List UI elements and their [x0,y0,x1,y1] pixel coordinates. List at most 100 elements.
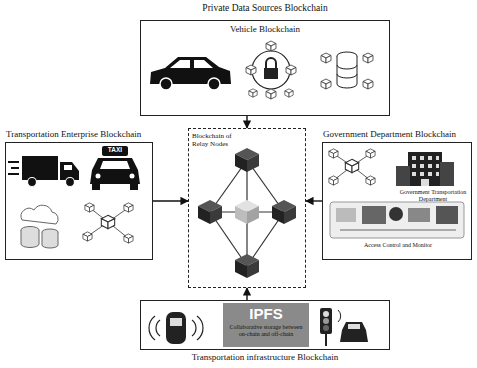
truck-icon-part [8,162,19,174]
traffic-light-icon-part [348,324,360,329]
traffic-light-icon-part [338,310,341,322]
box-heading: Vehicle Blockchain [141,24,389,34]
lock-network-icon [246,41,296,99]
connected-car-icon-part [170,318,182,326]
connected-car-icon [149,312,203,344]
government-blockchain-box: Government Department BlockchainGovernme… [322,142,472,260]
network-icon-part [101,215,114,228]
network-icon-part [366,176,375,185]
box-heading: Blockchain of Relay Nodes [192,132,236,148]
monitor-panel-part [340,229,456,231]
network-icon-part [124,234,133,243]
lock-network-icon-part [252,51,290,89]
group-heading: Private Data Sources Blockchain [141,3,389,14]
network-icon-part [345,159,358,172]
network-icon-part [124,203,133,212]
network-icon-part [85,203,94,212]
building-icon-part-part [428,156,432,160]
truck-icon-part [28,178,37,187]
database-icon [321,52,373,89]
building-icon-part-part [412,164,416,168]
taxi-icon-part [92,184,100,190]
taxi-icon-part [102,146,128,156]
database-icon-part [337,56,357,88]
building-icon-part [396,166,410,186]
building-icon [396,152,454,186]
ipfs-box: IPFSCollaborative storage between on-cha… [223,303,309,347]
lock-network-icon-part [286,65,296,75]
cloud-database-icon [21,205,58,248]
relay-cubes-part [235,254,259,278]
cloud-database-icon-part [21,205,58,224]
network-icon-part [329,176,338,185]
relay-cubes-part [235,200,259,224]
relay-cubes [198,148,296,278]
building-icon-part-part [428,164,432,168]
network-icon-part [329,149,338,158]
building-icon-part-part [412,172,416,176]
connected-car-icon-part [192,316,203,340]
traffic-light-icon-part [323,318,329,324]
network-icon-part [366,149,375,158]
building-icon-part-part [421,179,429,186]
monitor-panel-part [408,208,430,222]
truck-icon-part [64,165,72,170]
traffic-light-icon-part [323,325,329,331]
building-icon-part-part [428,172,432,176]
building-icon-part-part [436,164,439,168]
network-icon [83,203,133,243]
monitor-panel-part [389,207,403,221]
database-icon-part [363,53,373,63]
connector-arrow [153,200,188,201]
database-icon-part [363,79,373,89]
lock-network-icon-part [266,89,276,99]
monitor-panel-part [436,206,458,224]
taxi-icon-part [130,184,138,190]
building-icon-part [440,162,454,186]
relay-nodes-box: Blockchain of Relay Nodes [188,128,306,288]
box-heading: Transportation infrastructure Blockchain [141,352,389,362]
lock-network-icon-part [266,41,276,51]
lock-network-icon-part [266,58,276,68]
ipfs-caption: Collaborative storage between on-chain a… [226,324,306,338]
lock-network-icon-part [285,89,293,97]
taxi-icon-part [130,174,135,179]
connector-arrow [246,288,247,300]
lock-network-icon-part [249,89,257,97]
truck-icon-part [66,178,75,187]
database-icon-part [321,79,331,89]
connected-car-icon-part [149,316,160,340]
building-icon-part [408,152,442,186]
connector-arrow [306,200,322,201]
taxi-icon-part [96,174,101,179]
car-icon-part [160,78,172,90]
infrastructure-blockchain-box: Transportation infrastructure Blockchain… [140,300,390,350]
monitor-panel [330,202,464,238]
monitor-panel-part [336,208,356,222]
car-icon-part [170,60,213,68]
car-icon [150,57,231,90]
building-icon-part [412,156,439,186]
taxi-sign: TAXI [101,147,129,154]
building-icon-part-part [420,156,424,160]
relay-cubes-part [235,148,259,172]
icon-caption: Access Control and Monitor [333,242,463,249]
cloud-database-icon-part [21,230,39,248]
database-icon-part [337,65,357,78]
car-icon-part [208,78,220,90]
traffic-light-icon-part [340,322,368,342]
building-icon-part-part [436,156,439,160]
truck-icon [8,156,79,187]
monitor-panel-part [330,202,464,238]
building-icon-part-part [420,164,424,168]
traffic-light-icon-part [320,308,332,334]
enterprise-blockchain-box: Transportation Enterprise Blockchain [5,142,153,260]
icon-caption: Government Transportation Department [395,189,471,203]
lock-network-icon-part [246,65,256,75]
box-heading: Transportation Enterprise Blockchain [6,129,141,139]
network-icon [329,149,375,185]
network-icon-part [83,232,92,241]
vehicle-blockchain-box: Private Data Sources BlockchainVehicle B… [140,20,390,116]
connector-arrow [246,116,247,128]
